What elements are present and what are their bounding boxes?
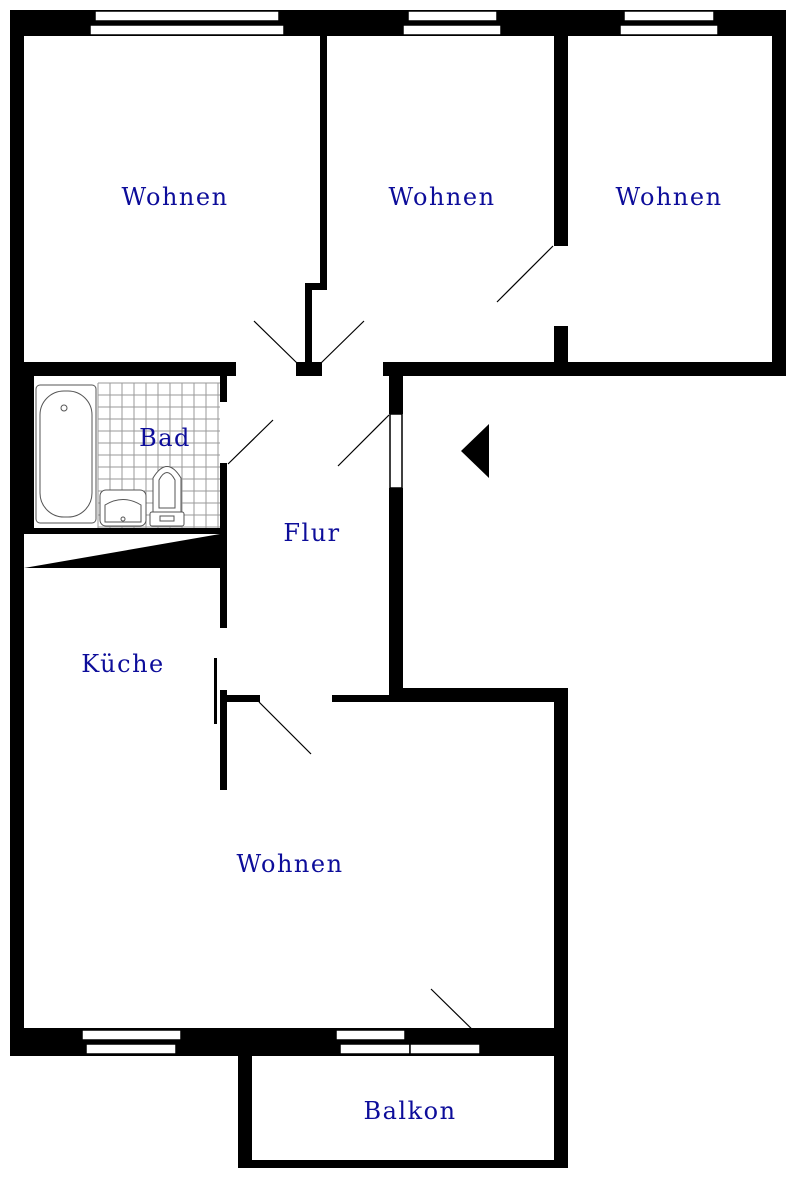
window-flur-side bbox=[389, 413, 403, 489]
wall-kitchen-partition bbox=[220, 690, 227, 790]
label-bad: Bad bbox=[139, 424, 191, 452]
window-balcony-door-outer-b bbox=[409, 1043, 481, 1055]
wall-partition-mid-right-low bbox=[554, 326, 568, 376]
wall-left bbox=[10, 10, 24, 1056]
door-swing-entrance bbox=[337, 414, 390, 467]
window-top-right bbox=[623, 10, 715, 22]
wall-bath-right-b bbox=[220, 463, 227, 628]
window-top-right-inner bbox=[619, 24, 719, 36]
door-swing-top-left-room bbox=[253, 320, 299, 365]
wall-flur-right-a bbox=[389, 362, 403, 414]
wall-partition-left-mid bbox=[320, 36, 327, 290]
wall-bath-right-a bbox=[220, 376, 227, 402]
label-wohnen-top-middle: Wohnen bbox=[388, 183, 495, 211]
wall-under-bedroom-left bbox=[10, 362, 236, 376]
sink-icon bbox=[99, 489, 147, 527]
windows bbox=[81, 10, 719, 1055]
bathtub-icon bbox=[35, 384, 97, 524]
wall-living-top-corner bbox=[389, 688, 568, 702]
label-flur: Flur bbox=[283, 519, 340, 547]
window-balcony-door bbox=[335, 1029, 406, 1041]
label-wohnen-bottom: Wohnen bbox=[236, 850, 343, 878]
wall-balcony-right bbox=[554, 1056, 568, 1166]
wall-flur-right-b bbox=[389, 488, 403, 702]
door-swings bbox=[227, 245, 554, 1042]
window-bottom-left-outer bbox=[85, 1043, 177, 1055]
window-top-left-inner bbox=[89, 24, 285, 36]
toilet-icon bbox=[149, 466, 185, 527]
window-top-middle bbox=[407, 10, 498, 22]
window-bottom-left bbox=[81, 1029, 182, 1041]
label-wohnen-top-right: Wohnen bbox=[615, 183, 722, 211]
wall-partition-stub bbox=[305, 283, 312, 363]
walls bbox=[10, 10, 786, 1168]
wall-under-bedroom-right bbox=[383, 362, 786, 376]
wall-partition-mid-right bbox=[554, 36, 568, 246]
wall-right-upper bbox=[772, 10, 786, 376]
door-swing-living-room bbox=[258, 701, 312, 755]
wall-living-right bbox=[554, 688, 568, 1056]
window-top-middle-inner bbox=[402, 24, 502, 36]
door-swing-balcony bbox=[430, 988, 485, 1042]
wall-door-post bbox=[296, 362, 322, 376]
door-swing-top-middle-room bbox=[319, 320, 365, 365]
wall-balcony-left bbox=[238, 1056, 252, 1166]
wall-balcony-bottom bbox=[238, 1160, 568, 1168]
door-swing-bathroom bbox=[227, 419, 274, 465]
label-balkon: Balkon bbox=[363, 1097, 456, 1125]
wall-kitchen-partition-thin bbox=[214, 658, 217, 724]
wall-bath-bottom bbox=[24, 528, 227, 534]
wall-partition-step bbox=[305, 283, 327, 290]
wall-bath-left bbox=[24, 376, 34, 534]
entrance-arrow-icon bbox=[461, 424, 489, 478]
wall-living-top-left bbox=[220, 695, 260, 702]
window-top-left bbox=[94, 10, 280, 22]
wall-shaft-wedge bbox=[24, 534, 220, 568]
label-kueche: Küche bbox=[81, 650, 164, 678]
door-swing-top-right-room bbox=[496, 245, 554, 303]
window-balcony-door-outer-a bbox=[339, 1043, 411, 1055]
label-wohnen-top-left: Wohnen bbox=[121, 183, 228, 211]
